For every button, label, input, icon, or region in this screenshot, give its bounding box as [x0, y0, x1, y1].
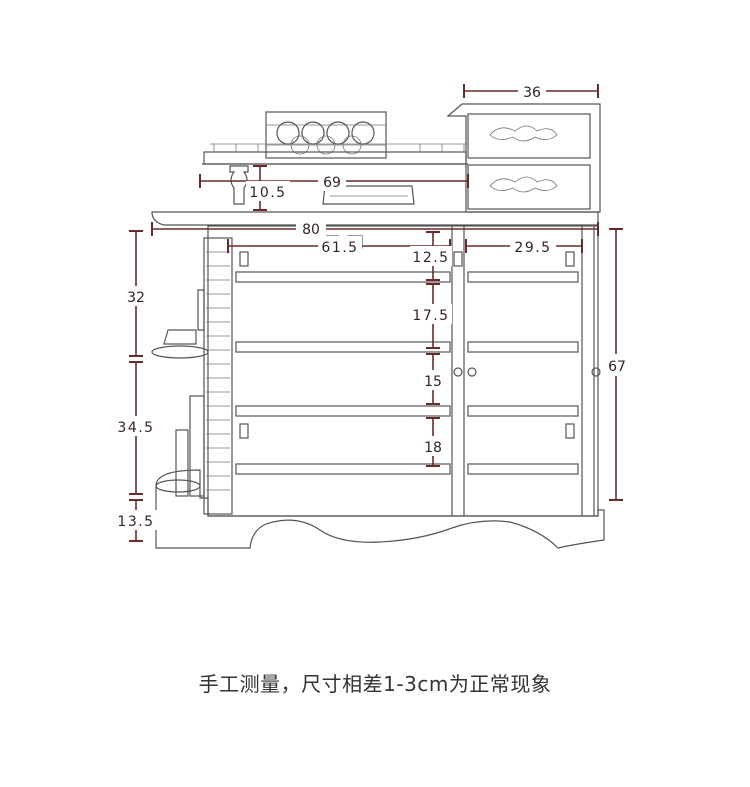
drawer-unit: [446, 103, 601, 213]
dim-label-15: 15: [424, 374, 442, 390]
furniture-sketch: [151, 103, 605, 549]
shelves-right: [467, 271, 579, 475]
dim-label-80: 80: [302, 222, 320, 238]
dim-label-67: 67: [608, 359, 626, 375]
dim-label-69: 69: [323, 175, 341, 191]
side-rack: [151, 289, 209, 497]
dim-label-32: 32: [127, 290, 145, 306]
shelves-left: [235, 271, 451, 475]
dim-label-36: 36: [523, 85, 541, 101]
dimension-labels: 36 69 10.5 80 61.5 29.5 12.5 17.5 15 18 …: [117, 85, 626, 530]
dim-label-12-5: 12.5: [412, 250, 449, 266]
turned-post: [229, 165, 249, 205]
louvered-door: [203, 237, 233, 515]
dim-label-13-5: 13.5: [117, 514, 154, 530]
dim-label-34-5: 34.5: [117, 420, 154, 436]
dim-label-29-5: 29.5: [514, 240, 551, 256]
dim-label-61-5: 61.5: [321, 240, 358, 256]
main-top-board: [151, 211, 599, 226]
label-backgrounds: [114, 81, 630, 530]
wine-rack: [265, 111, 387, 159]
measurement-note: 手工测量，尺寸相差1-3cm为正常现象: [198, 672, 552, 696]
base-plinth: [155, 469, 605, 549]
book-object: [322, 185, 415, 205]
dim-label-17-5: 17.5: [412, 308, 449, 324]
cabinet-body: [207, 225, 599, 517]
dim-label-10-5: 10.5: [249, 185, 286, 201]
dim-label-18: 18: [424, 440, 442, 456]
